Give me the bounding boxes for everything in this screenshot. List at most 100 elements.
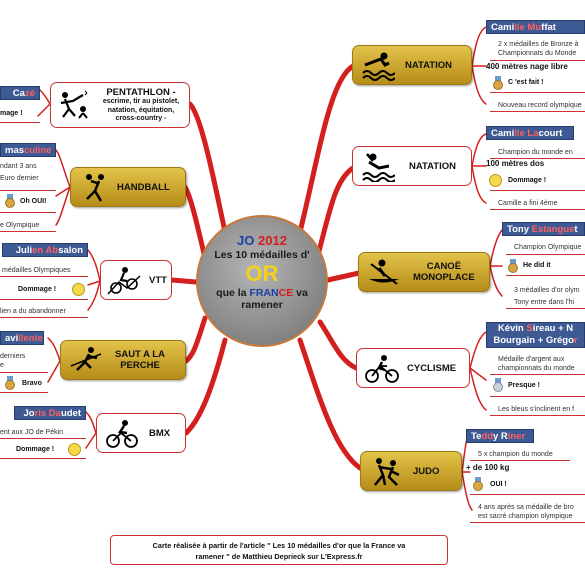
leaf-line: [0, 212, 56, 213]
topic-natation-muffat[interactable]: NATATION: [352, 45, 472, 85]
topic-cyclisme[interactable]: CYCLISME: [356, 348, 470, 388]
athlete-header-estanguet: Tony Estanguet: [502, 222, 585, 236]
central-topic[interactable]: JO 2012 Les 10 médailles d' OR que la FR…: [196, 215, 328, 347]
leaf-line: [0, 231, 56, 232]
topic-label: PENTATHLON - escrime, tir au pistolet, n…: [102, 87, 180, 122]
result-cyclisme: Les bleus s'inclinent en f: [498, 406, 575, 413]
event-riner: + de 100 kg: [466, 463, 510, 472]
source-note: Carte réalisée à partir de l'article " L…: [110, 535, 448, 565]
topic-label: NATATION: [405, 59, 452, 71]
leaf-line: [0, 190, 56, 191]
topic-label: CYCLISME: [407, 362, 457, 374]
verdict-estanguet: He did it: [523, 262, 551, 269]
detail-estanguet: Champion Olympique: [514, 244, 582, 251]
topic-label: NATATION: [409, 160, 456, 172]
topic-natation-lacourt[interactable]: NATATION: [352, 146, 472, 186]
diver-icon: [362, 153, 395, 182]
leaf-line: [0, 438, 86, 439]
center-ce: CE: [278, 287, 294, 299]
result-handball: e Olympique: [0, 222, 40, 229]
center-line-5: ramener: [241, 299, 283, 311]
link-natation-1: [297, 63, 356, 235]
topic-label: VTT: [149, 274, 167, 286]
medal-icon: [492, 76, 504, 90]
link-cyclisme: [317, 319, 359, 371]
verdict-muffat: C 'est fait !: [508, 79, 544, 86]
link-perche: [183, 315, 208, 364]
leaf-line: [0, 372, 48, 373]
topic-bmx[interactable]: BMX: [96, 413, 186, 453]
leaf-line: [0, 122, 40, 123]
detail-absalon: médailles Olympiques: [2, 267, 71, 274]
topic-vtt[interactable]: VTT: [100, 260, 172, 300]
medal-icon: [4, 376, 16, 390]
result-absalon: lien a du abandonner: [0, 308, 66, 315]
detail-daudet: ent aux JO de Pékin: [0, 429, 64, 436]
leaf-line: [490, 92, 585, 93]
pentathlon-icon: [60, 90, 88, 119]
verdict-riner: OUI !: [490, 481, 507, 488]
leaf-line: [470, 460, 570, 461]
center-jo: JO: [237, 233, 259, 248]
cyclist-icon: [365, 355, 399, 383]
link-pentathlon: [187, 101, 228, 235]
leaf-line: [0, 458, 86, 459]
detail-riner: 5 x champion du monde: [478, 451, 553, 458]
topic-label: BMX: [149, 427, 171, 439]
verdict-cyclisme: Presque !: [508, 382, 540, 389]
medal-icon: [4, 194, 16, 208]
link-handball: [182, 184, 208, 261]
center-title: JO 2012: [198, 233, 326, 248]
link-vtt: [169, 277, 199, 285]
leaf-line: [490, 374, 585, 375]
center-year: 2012: [258, 233, 287, 248]
athlete-header-absalon: Julien Absalon: [2, 243, 88, 257]
mountain-bike-icon: [107, 267, 141, 295]
leaf-line: [490, 158, 585, 159]
leaf-line: [0, 392, 48, 393]
leaf-line: [0, 299, 88, 300]
leaf-line: [506, 308, 585, 309]
detail-lacourt: Champion du monde en: [498, 149, 573, 156]
smiley-icon: [68, 443, 81, 456]
verdict-lacourt: Dommage !: [508, 177, 547, 184]
source-line-2: ramener " de Matthieu Deprieck sur L'Exp…: [195, 552, 363, 561]
leaf-line: [506, 275, 585, 276]
result-lacourt: Camille a fini 4ème: [498, 200, 558, 207]
link-judo: [297, 337, 363, 471]
leaf-line: [490, 396, 585, 397]
verdict-daudet: Dommage !: [16, 446, 55, 453]
link-bmx: [183, 337, 228, 436]
event-lacourt: 100 mètres dos: [486, 159, 545, 168]
athlete-header-cyclisme: Kévin Sireau + N Bourgain + Grégor: [486, 322, 585, 348]
leaf-line: [470, 494, 585, 495]
center-que-la: que la: [216, 287, 250, 299]
medal-icon: [472, 477, 484, 491]
athlete-header-lavillenie: avillenie: [0, 331, 44, 345]
leaf-line: [490, 60, 585, 61]
leaf-line: [470, 522, 585, 523]
medal-icon: [507, 259, 519, 273]
leaf-line: [0, 317, 88, 318]
topic-handball[interactable]: HANDBALL: [70, 167, 186, 207]
smiley-icon: [489, 174, 502, 187]
event-muffat: 400 mètres nage libre: [486, 62, 568, 71]
leaf-line: [506, 254, 585, 255]
verdict-absalon: Dommage !: [18, 286, 57, 293]
center-fran: FRAN: [249, 287, 279, 299]
topic-label: HANDBALL: [117, 181, 170, 193]
leaf-line: [490, 111, 585, 112]
pole-vault-icon: [70, 347, 102, 371]
topic-judo[interactable]: JUDO: [360, 451, 462, 491]
leaf-line: [0, 276, 88, 277]
topic-pentathlon[interactable]: PENTATHLON - escrime, tir au pistolet, n…: [50, 82, 190, 128]
handball-icon: [86, 174, 104, 202]
center-line-4: que la FRANCE va: [198, 287, 326, 299]
